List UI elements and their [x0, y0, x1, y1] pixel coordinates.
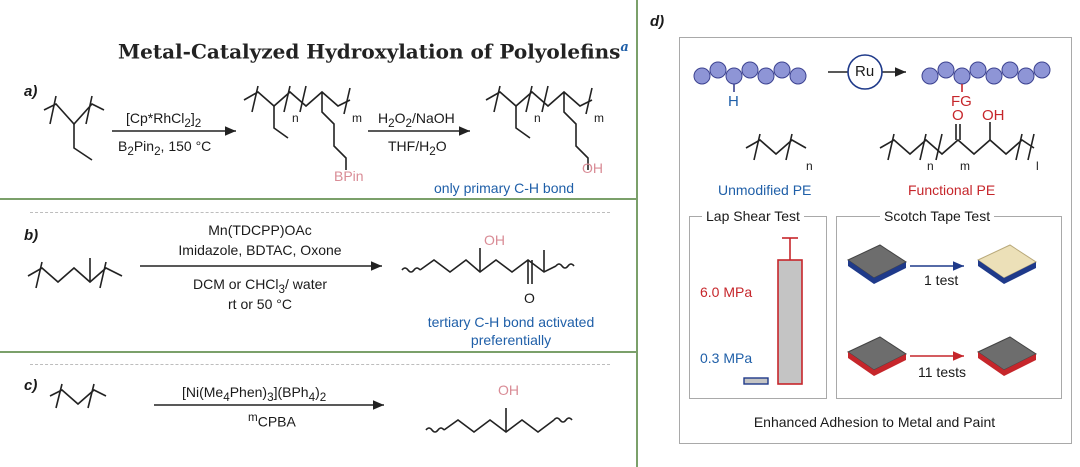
tile-unmodified-before: [847, 244, 908, 284]
functional-pe-label: Functional PE: [908, 182, 996, 198]
subscript-func-n: n: [927, 159, 934, 173]
panel-d-frame: [679, 37, 1072, 444]
figure-title: Metal-Catalyzed Hydroxylation of Polyole…: [118, 40, 629, 62]
panel-d-label: d): [650, 13, 665, 30]
panel-divider-bc: [0, 351, 637, 353]
panel-divider-ab: [0, 198, 637, 200]
panel-d-footer: Enhanced Adhesion to Metal and Paint: [753, 414, 996, 430]
subscript-unmod-n: n: [806, 159, 813, 173]
carbonyl-o-b: O: [524, 290, 535, 306]
panel-b-reagent-line-2: Imidazole, BDTAC, Oxone: [178, 242, 342, 258]
panel-a-reagent2-top: H2O2/NaOH: [378, 110, 455, 130]
bpin-label: BPin: [334, 168, 364, 184]
h-label: H: [728, 93, 739, 110]
bar-functional: [777, 259, 803, 385]
ru-scheme: [693, 54, 1051, 92]
polymer-c-product: [425, 408, 573, 433]
subscript-func-m: m: [960, 159, 970, 173]
dashed-separator-b: [30, 212, 610, 213]
panel-a-reagent-top: [Cp*RhCl2]2: [126, 110, 202, 130]
panel-b-condition-line-2: rt or 50 °C: [228, 296, 292, 312]
functional-pe-structure: [879, 122, 1035, 161]
polymer-b-product: [401, 248, 575, 284]
lap-shear-title: Lap Shear Test: [702, 208, 804, 224]
unmodified-pe-label: Unmodified PE: [718, 182, 812, 198]
fg-label: FG: [951, 93, 972, 110]
bar-unmodified: [743, 377, 769, 385]
polymer-b-start: [27, 258, 123, 289]
oh-label-a: OH: [582, 160, 603, 176]
panel-a-note: only primary C-H bond: [434, 180, 575, 196]
scotch-tape-title: Scotch Tape Test: [880, 208, 995, 224]
lap-shear-box: [689, 216, 827, 399]
subscript-n2: n: [534, 111, 541, 125]
panel-b-condition-line-1: DCM or CHCl3/ water: [192, 276, 328, 296]
lap-shear-low-value: 0.3 MPa: [700, 350, 753, 366]
panel-b-note-line-2: preferentially: [470, 332, 552, 348]
panel-divider-vertical: [636, 0, 638, 467]
subscript-m2: m: [594, 111, 604, 125]
polymer-a-product: [485, 85, 593, 170]
panel-c-label: c): [24, 377, 38, 394]
panel-c-reagent-top: [Ni(Me4Phen)3](BPh4)2: [182, 384, 327, 404]
scotch-tape-tiles: [847, 244, 1038, 376]
tile-unmodified-after: [977, 244, 1038, 284]
eleven-tests-label: 11 tests: [918, 364, 966, 380]
panel-a-reagent2-bottom: THF/H2O: [388, 138, 447, 158]
figure-title-text: Metal-Catalyzed Hydroxylation of Polyole…: [118, 39, 621, 64]
dashed-separator-c: [30, 364, 610, 365]
polymer-a-start: [43, 95, 105, 161]
oh-label-d: OH: [982, 107, 1005, 124]
unmodified-pe-structure: [745, 133, 807, 161]
title-footnote-mark: a: [620, 40, 629, 55]
panel-a-label: a): [24, 83, 38, 100]
polymer-c-start: [49, 383, 107, 409]
carbonyl-o-d: O: [952, 107, 964, 124]
lap-shear-high-value: 6.0 MPa: [700, 284, 753, 300]
ru-label: Ru: [855, 63, 875, 80]
subscript-m1: m: [352, 111, 362, 125]
panel-b-reagent-line-1: Mn(TDCPP)OAc: [208, 222, 312, 238]
polymer-a-intermediate: [243, 85, 351, 170]
oh-label-c: OH: [498, 382, 519, 398]
panel-c-reagent-bottom: mCPBA: [248, 411, 296, 430]
tile-functional-after: [977, 336, 1038, 376]
tile-functional-before: [847, 336, 908, 376]
panel-b-note-line-1: tertiary C-H bond activated: [427, 314, 595, 330]
subscript-n1: n: [292, 111, 299, 125]
panel-b-label: b): [24, 227, 39, 244]
lap-shear-chart: [743, 237, 803, 385]
panel-a-reagent-bottom: B2Pin2, 150 °C: [118, 138, 212, 158]
oh-label-b: OH: [484, 232, 505, 248]
one-test-label: 1 test: [924, 272, 959, 288]
subscript-func-l: l: [1036, 159, 1039, 173]
